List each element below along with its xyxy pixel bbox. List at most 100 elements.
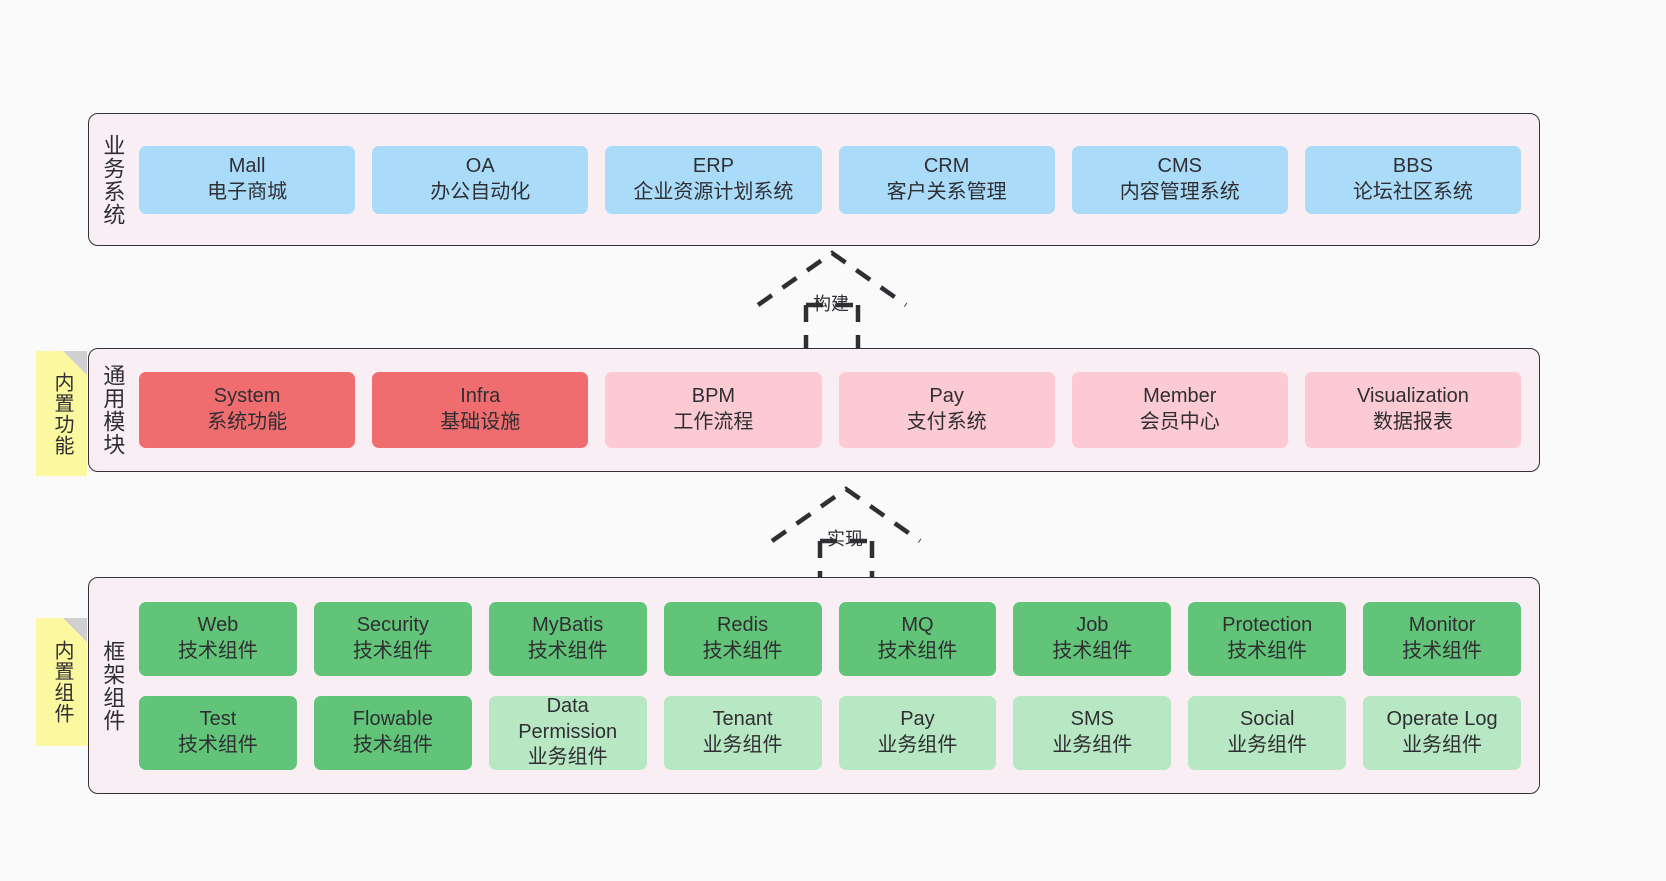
layer-title-business: 业务系统 (100, 133, 126, 226)
framework-card-row-1: Web 技术组件 Security 技术组件 MyBatis 技术组件 Redi… (139, 601, 1521, 676)
card-infra[interactable]: Infra 基础设施 (372, 372, 589, 448)
card-title-cn: 会员中心 (1139, 411, 1220, 433)
framework-cards-area: Web 技术组件 Security 技术组件 MyBatis 技术组件 Redi… (135, 578, 1539, 793)
card-title-cn: 企业资源计划系统 (633, 180, 794, 203)
card-title-en: Visualization (1356, 385, 1469, 408)
card-title-cn: 业务组件 (877, 733, 958, 756)
card-security[interactable]: Security 技术组件 (313, 601, 472, 676)
card-mybatis[interactable]: MyBatis 技术组件 (488, 601, 647, 676)
card-bbs[interactable]: BBS 论坛社区系统 (1304, 145, 1522, 214)
card-title-cn: 技术组件 (702, 639, 783, 662)
framework-card-row-2: Test 技术组件 Flowable 技术组件 Data Permission … (139, 695, 1521, 770)
connector-label-build: 构建 (813, 294, 849, 314)
card-title-en: CMS (1157, 154, 1202, 177)
card-crm[interactable]: CRM 客户关系管理 (838, 145, 1055, 214)
card-title-en: Data Permission (518, 695, 618, 743)
sticky-note-builtin-components: 内置组件 (36, 618, 87, 746)
card-oa[interactable]: OA 办公自动化 (372, 145, 589, 214)
card-title-en: Operate Log (1386, 707, 1498, 730)
card-data-permission[interactable]: Data Permission 业务组件 (488, 695, 647, 770)
connector-label-implement: 实现 (827, 529, 863, 549)
card-title-en: Pay (929, 385, 964, 408)
card-title-cn: 业务组件 (1052, 733, 1133, 756)
card-title-en: Infra (460, 385, 501, 408)
card-title-en: Social (1239, 707, 1295, 730)
card-title-en: MyBatis (532, 613, 604, 636)
card-title-en: BBS (1392, 154, 1433, 177)
card-erp[interactable]: ERP 企业资源计划系统 (605, 145, 822, 214)
card-title-cn: 业务组件 (1402, 733, 1483, 756)
card-title-en: Pay (900, 707, 935, 730)
layer-title-common: 通用模块 (100, 364, 126, 456)
card-bpm[interactable]: BPM 工作流程 (605, 372, 822, 448)
card-member[interactable]: Member 会员中心 (1071, 372, 1288, 448)
card-title-en: Flowable (352, 707, 433, 730)
card-system[interactable]: System 系统功能 (139, 372, 356, 448)
card-title-en: CRM (923, 154, 970, 177)
card-test[interactable]: Test 技术组件 (139, 695, 297, 770)
card-title-cn: 数据报表 (1372, 411, 1453, 433)
card-visualization[interactable]: Visualization 数据报表 (1304, 372, 1522, 448)
card-title-en: Security (356, 613, 429, 636)
common-card-row: System 系统功能 Infra 基础设施 BPM 工作流程 Pay 支付系统… (139, 372, 1522, 448)
business-card-row: Mall 电子商城 OA 办公自动化 ERP 企业资源计划系统 CRM 客户关系… (139, 145, 1522, 214)
business-cards-area: Mall 电子商城 OA 办公自动化 ERP 企业资源计划系统 CRM 客户关系… (135, 114, 1539, 245)
card-title-en: Tenant (712, 707, 773, 730)
card-protection[interactable]: Protection 技术组件 (1188, 601, 1347, 676)
card-pay-component[interactable]: Pay 业务组件 (838, 695, 997, 770)
card-title-cn: 电子商城 (207, 180, 288, 203)
card-title-cn: 技术组件 (877, 639, 958, 662)
card-title-cn: 技术组件 (1402, 639, 1483, 662)
card-title-cn: 技术组件 (1052, 639, 1133, 662)
card-flowable[interactable]: Flowable 技术组件 (313, 695, 472, 770)
card-mall[interactable]: Mall 电子商城 (139, 145, 356, 214)
card-title-cn: 业务组件 (1227, 733, 1308, 756)
card-tenant[interactable]: Tenant 业务组件 (663, 695, 822, 770)
card-pay[interactable]: Pay 支付系统 (838, 372, 1055, 448)
card-title-cn: 工作流程 (673, 411, 754, 433)
card-title-cn: 内容管理系统 (1119, 180, 1240, 203)
card-monitor[interactable]: Monitor 技术组件 (1363, 601, 1521, 676)
layer-panel-business: 业务系统 Mall 电子商城 OA 办公自动化 ERP 企业资源计划系统 CRM… (88, 113, 1540, 246)
card-title-en: SMS (1070, 707, 1114, 730)
card-operate-log[interactable]: Operate Log 业务组件 (1363, 695, 1521, 770)
card-title-en: Job (1076, 613, 1109, 636)
layer-panel-common: 通用模块 System 系统功能 Infra 基础设施 BPM 工作流程 Pay… (88, 348, 1540, 472)
card-title-cn: 业务组件 (527, 746, 608, 769)
card-title-en: Test (199, 707, 237, 730)
card-title-cn: 支付系统 (906, 411, 987, 433)
card-title-cn: 客户关系管理 (886, 180, 1007, 203)
card-mq[interactable]: MQ 技术组件 (838, 601, 997, 676)
card-title-cn: 技术组件 (177, 639, 258, 662)
common-cards-area: System 系统功能 Infra 基础设施 BPM 工作流程 Pay 支付系统… (135, 349, 1539, 471)
layer-panel-framework: 框架组件 Web 技术组件 Security 技术组件 MyBatis 技术组件… (88, 577, 1540, 794)
card-title-cn: 技术组件 (177, 733, 258, 756)
card-title-cn: 技术组件 (352, 639, 433, 662)
card-title-en: Redis (716, 613, 769, 636)
card-cms[interactable]: CMS 内容管理系统 (1071, 145, 1288, 214)
card-social[interactable]: Social 业务组件 (1188, 695, 1347, 770)
card-title-en: Member (1143, 385, 1217, 408)
card-job[interactable]: Job 技术组件 (1013, 601, 1172, 676)
card-title-cn: 论坛社区系统 (1352, 180, 1473, 203)
card-title-cn: 基础设施 (440, 411, 521, 433)
card-sms[interactable]: SMS 业务组件 (1013, 695, 1172, 770)
card-title-en: System (213, 385, 281, 408)
card-web[interactable]: Web 技术组件 (139, 601, 297, 676)
card-title-cn: 业务组件 (702, 733, 783, 756)
card-title-cn: 系统功能 (207, 411, 288, 433)
card-title-en: Web (197, 613, 239, 636)
card-title-cn: 技术组件 (352, 733, 433, 756)
layer-title-framework: 框架组件 (100, 639, 126, 732)
sticky-note-builtin-features: 内置功能 (36, 351, 87, 476)
card-title-en: Mall (228, 154, 266, 177)
card-title-cn: 技术组件 (527, 639, 608, 662)
card-title-cn: 技术组件 (1227, 639, 1308, 662)
card-title-en: ERP (692, 154, 734, 177)
card-title-en: BPM (691, 385, 736, 408)
card-title-en: MQ (901, 613, 934, 636)
card-title-en: OA (465, 154, 495, 177)
card-title-en: Protection (1222, 613, 1313, 636)
card-redis[interactable]: Redis 技术组件 (663, 601, 822, 676)
